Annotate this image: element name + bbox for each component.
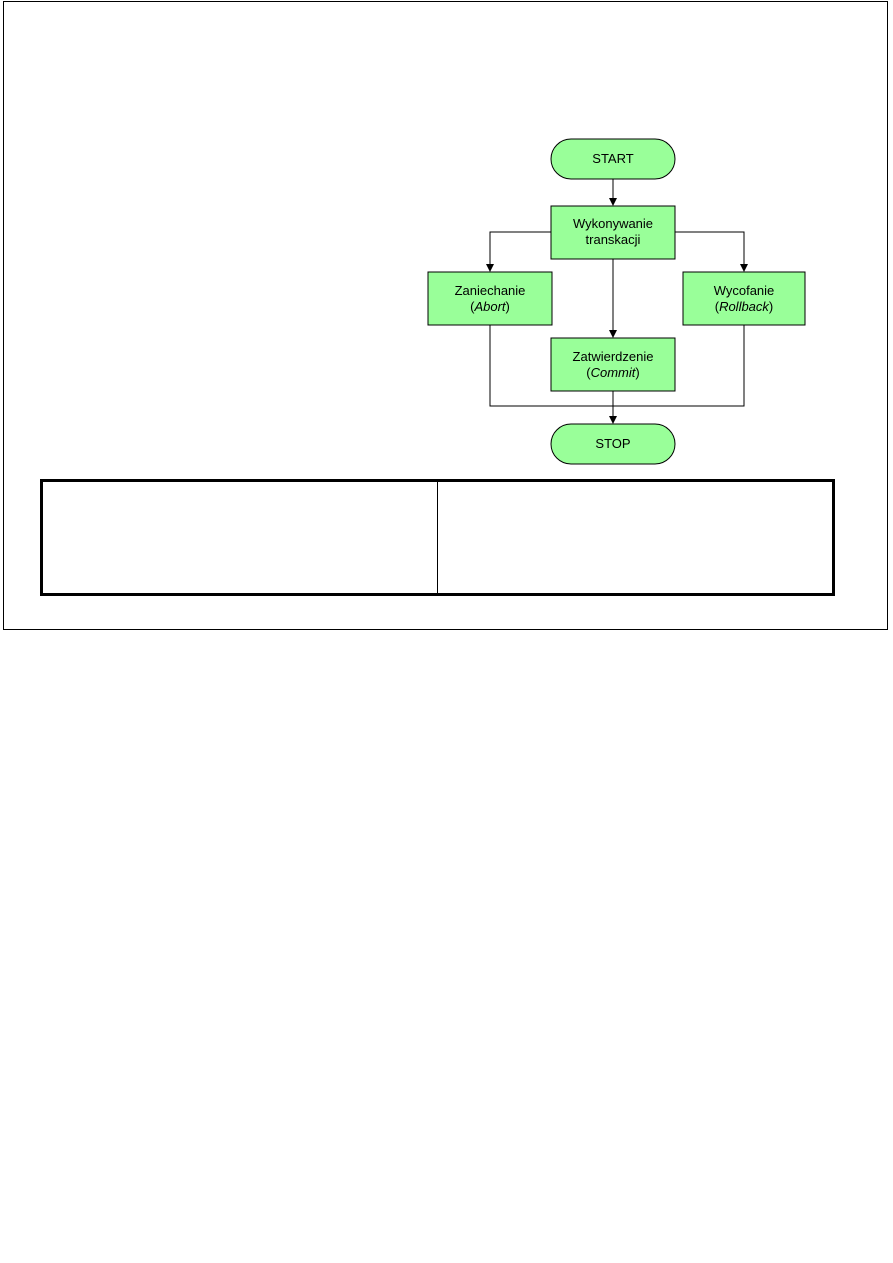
rollback-label: Wycofanie (Rollback)	[683, 283, 805, 315]
edge-abort-merge	[489, 325, 613, 407]
execute-text-line2: transkacji	[585, 232, 641, 247]
edge-execute-rollback	[675, 231, 748, 272]
execute-text-line1: Wykonywanie	[572, 216, 654, 231]
commit-text: Zatwierdzenie	[572, 349, 654, 364]
commit-label: Zatwierdzenie (Commit)	[551, 349, 675, 381]
rollback-text: Wycofanie	[713, 283, 775, 298]
commit-subtext: (Commit)	[586, 365, 640, 380]
empty-table	[40, 479, 835, 596]
execute-label: Wykonywanie transkacji	[551, 216, 675, 248]
start-node	[550, 138, 676, 180]
stop-node	[550, 423, 676, 465]
edge-rollback-merge	[613, 325, 745, 407]
rollback-subtext: (Rollback)	[714, 299, 774, 314]
abort-subtext: (Abort)	[470, 299, 510, 314]
abort-text: Zaniechanie	[454, 283, 526, 298]
execute-node	[550, 205, 676, 260]
rollback-node	[682, 271, 806, 326]
flowchart	[427, 138, 806, 465]
commit-node	[550, 337, 676, 392]
abort-node	[427, 271, 553, 326]
start-text: START	[592, 151, 634, 166]
commit-italic: Commit	[590, 365, 636, 380]
start-label: START	[551, 151, 675, 167]
stop-text: STOP	[595, 436, 631, 451]
rollback-italic: Rollback	[719, 299, 769, 314]
edge-execute-abort	[486, 231, 551, 272]
table-cell-right	[437, 482, 832, 593]
table-cell-left	[43, 482, 437, 593]
abort-label: Zaniechanie (Abort)	[428, 283, 552, 315]
stop-label: STOP	[551, 436, 675, 452]
abort-italic: Abort	[474, 299, 506, 314]
